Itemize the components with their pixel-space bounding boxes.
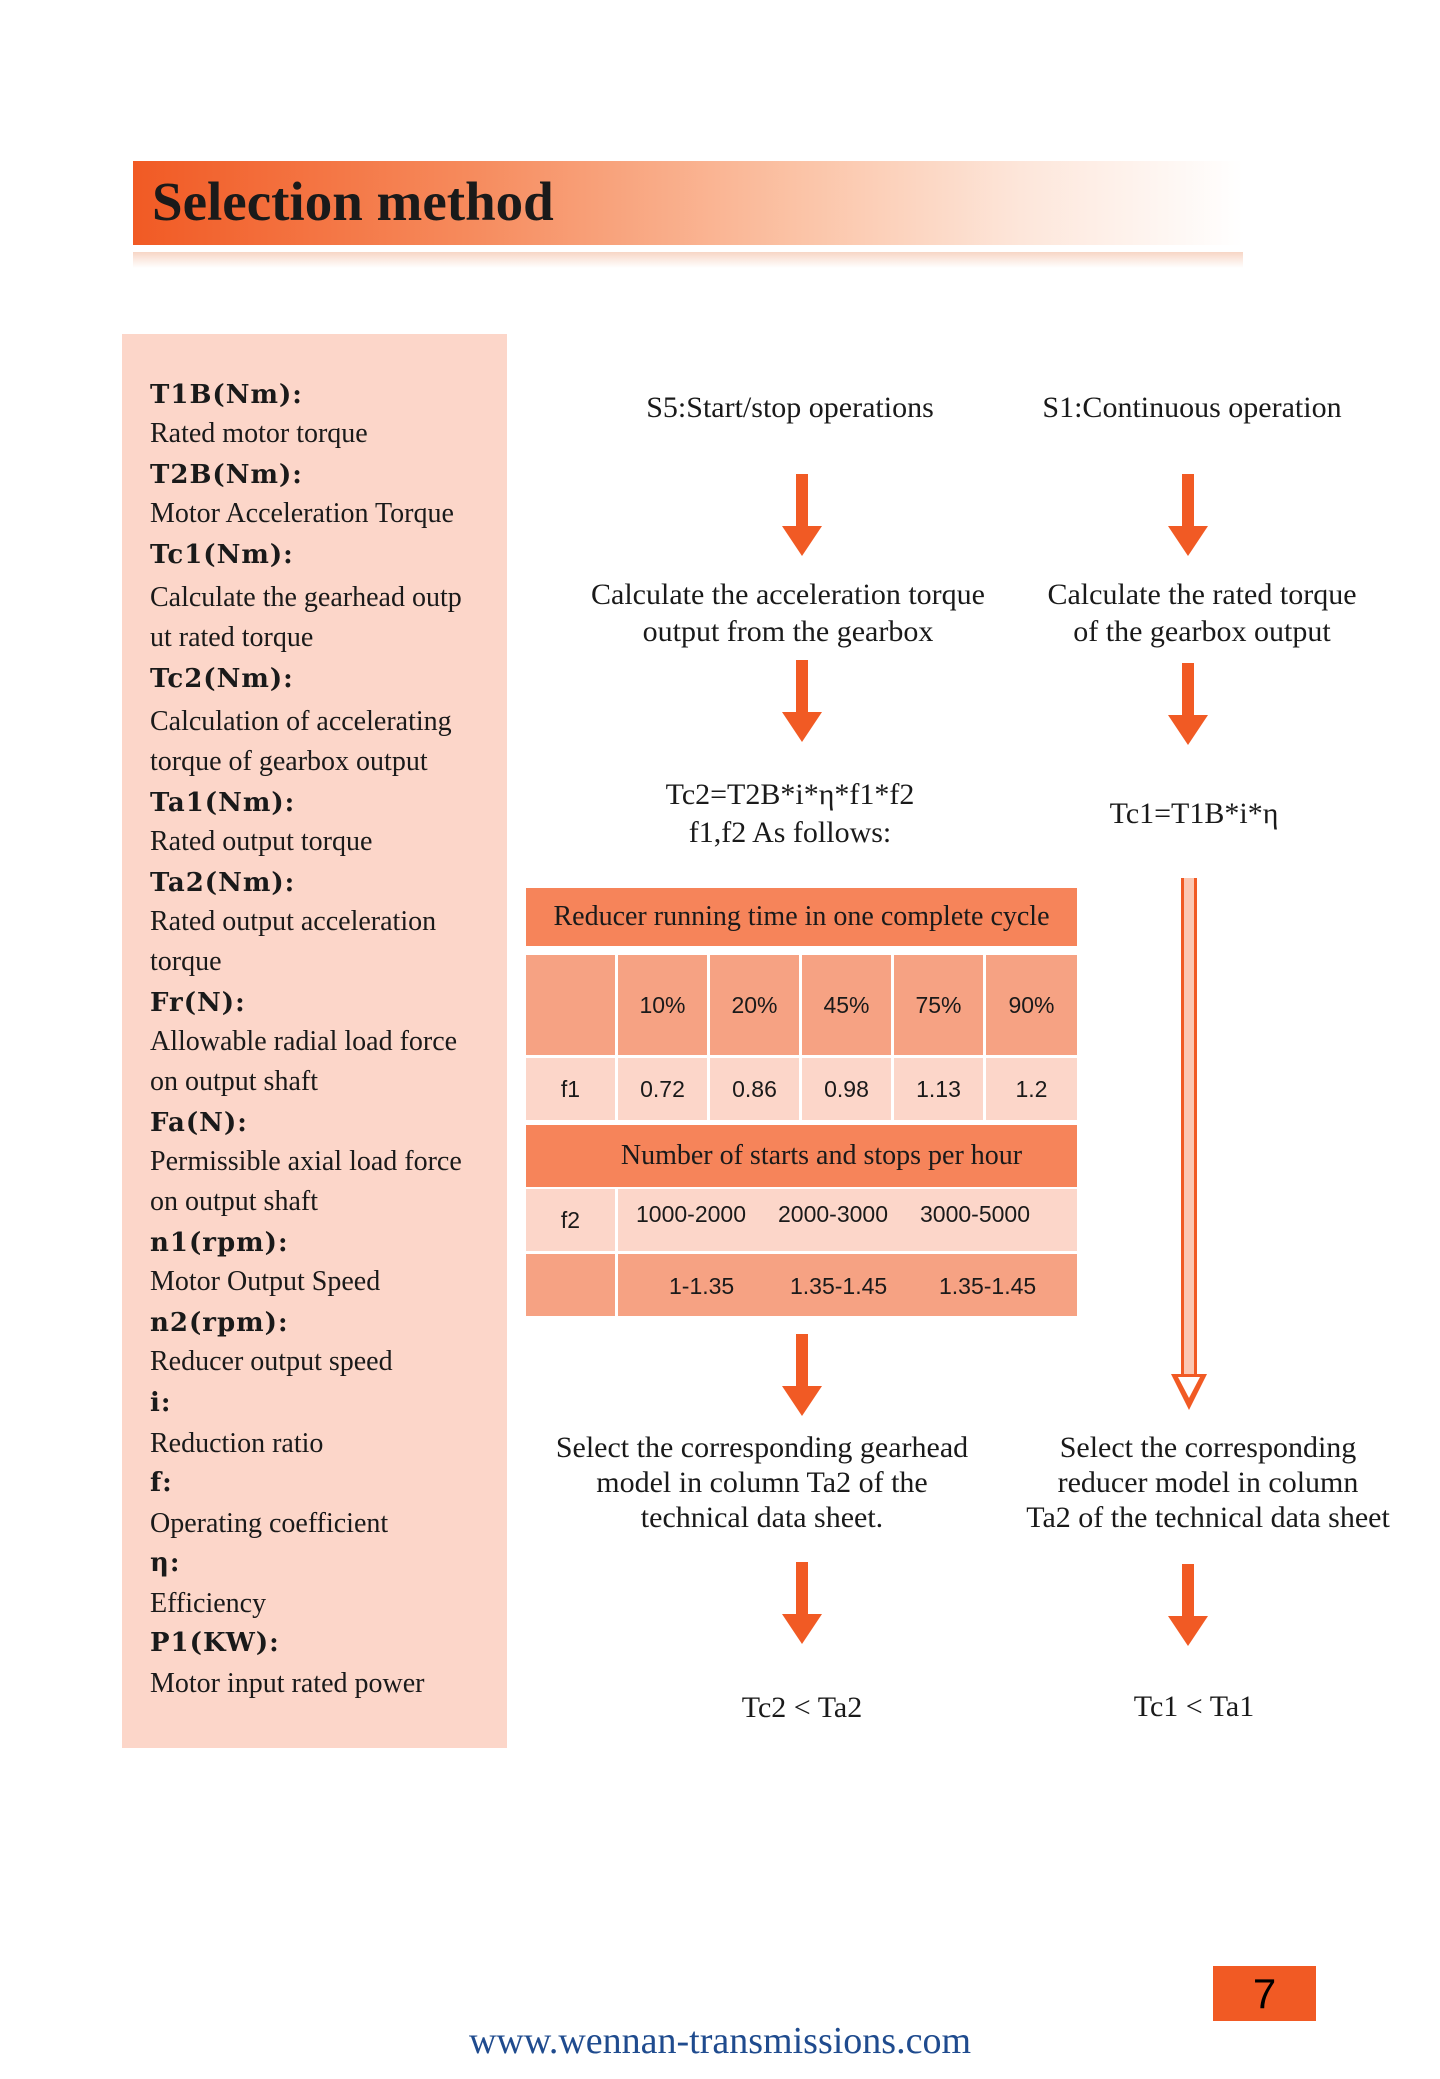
s5-result: Tc2 < Ta2: [741, 1691, 863, 1724]
down-arrow-icon: [782, 1334, 822, 1416]
glossary-desc: Motor input rated power: [150, 1668, 425, 1699]
glossary-desc: Rated motor torque: [150, 418, 368, 449]
glossary-desc: torque: [150, 946, 222, 977]
f1-value-cell: 0.98: [802, 1058, 891, 1120]
website-link[interactable]: www.wennan-transmissions.com: [468, 2020, 971, 2062]
f2-empty-cell: [526, 1254, 615, 1316]
header-shadow: [133, 252, 1243, 268]
f1-value-cell: 1.13: [894, 1058, 983, 1120]
page-number: 7: [1213, 1966, 1316, 2021]
long-down-arrow-icon: [1169, 878, 1209, 1412]
page-title: Selection method: [152, 171, 554, 232]
f2-column-header: 1000-2000: [636, 1201, 746, 1227]
glossary-term: T1B(Nm):: [150, 380, 303, 410]
down-arrow-icon: [782, 660, 822, 742]
glossary-desc: ut rated torque: [150, 622, 314, 653]
glossary-desc: Calculate the gearhead outp: [150, 582, 462, 613]
s1-step3-line: reducer model in column: [1057, 1466, 1359, 1499]
glossary-term: n1(rpm):: [150, 1228, 289, 1258]
table-corner-cell: [526, 955, 615, 1055]
s5-heading: S5:Start/stop operations: [646, 391, 934, 424]
f2-column-header: 3000-5000: [920, 1201, 1030, 1227]
f2-values-row: 1-1.35 1.35-1.45 1.35-1.45: [618, 1254, 1077, 1316]
f2-columns-row: 1000-2000 2000-3000 3000-5000: [618, 1189, 1077, 1251]
f1-column-header: 90%: [986, 955, 1077, 1055]
glossary-term: n2(rpm):: [150, 1308, 289, 1338]
s1-step1-line: of the gearbox output: [1073, 615, 1331, 648]
glossary-panel: T1B(Nm): Rated motor torque T2B(Nm): Mot…: [122, 334, 507, 1748]
glossary-desc: Allowable radial load force: [150, 1026, 458, 1057]
glossary-desc: Reduction ratio: [150, 1428, 324, 1459]
f2-column-header: 2000-3000: [778, 1201, 888, 1227]
glossary-desc: Rated output acceleration: [150, 906, 437, 937]
down-arrow-icon: [782, 1562, 822, 1644]
s5-step3: Select the corresponding gearhead model …: [556, 1430, 968, 1535]
s5-step1-line: Calculate the acceleration torque: [591, 578, 985, 611]
f1-value-cell: 0.72: [618, 1058, 707, 1120]
glossary-term: P1(KW):: [150, 1628, 280, 1658]
glossary-desc: Operating coefficient: [150, 1508, 389, 1539]
f1-value-cell: 1.2: [986, 1058, 1077, 1120]
f2-value-cell: 1.35-1.45: [939, 1273, 1037, 1299]
glossary-term: f:: [150, 1468, 173, 1498]
f1-column-header: 20%: [710, 955, 799, 1055]
glossary-term: Ta2(Nm):: [150, 868, 296, 898]
s1-step3: Select the corresponding reducer model i…: [1026, 1430, 1390, 1535]
f1-column-header: 45%: [802, 955, 891, 1055]
s1-step3-line: Select the corresponding: [1059, 1431, 1357, 1464]
glossary-desc: Reducer output speed: [150, 1346, 393, 1377]
f1-row-label: f1: [526, 1058, 615, 1120]
s5-step1-line: output from the gearbox: [642, 615, 934, 648]
glossary-desc: Rated output torque: [150, 826, 373, 857]
glossary-term: Fr(N):: [150, 988, 246, 1018]
f1-table-title: Reducer running time in one complete cyc…: [526, 888, 1077, 946]
glossary-desc: Calculation of accelerating: [150, 706, 452, 737]
s5-formula-line: Tc2=T2B*i*η*f1*f2: [665, 778, 915, 811]
s1-step1: Calculate the rated torque of the gearbo…: [1047, 576, 1356, 650]
glossary-term: Ta1(Nm):: [150, 788, 296, 818]
f2-value-cell: 1-1.35: [669, 1273, 735, 1299]
f1-value-cell: 0.86: [710, 1058, 799, 1120]
s5-step3-line: model in column Ta2 of the: [596, 1466, 928, 1499]
s1-step1-line: Calculate the rated torque: [1047, 578, 1357, 611]
glossary-desc: Motor Output Speed: [150, 1266, 381, 1297]
glossary-term: Tc2(Nm):: [150, 664, 294, 694]
header-bar: [133, 161, 1243, 245]
s1-formula: Tc1=T1B*i*η: [1109, 797, 1279, 830]
glossary-desc: on output shaft: [150, 1066, 318, 1097]
f2-value-cell: 1.35-1.45: [790, 1273, 888, 1299]
glossary-desc: Motor Acceleration Torque: [150, 498, 454, 529]
down-arrow-icon: [782, 474, 822, 556]
down-arrow-icon: [1168, 474, 1208, 556]
glossary-desc: Permissible axial load force: [150, 1146, 462, 1177]
glossary-term: η:: [150, 1548, 181, 1578]
glossary-desc: on output shaft: [150, 1186, 318, 1217]
down-arrow-icon: [1168, 1564, 1208, 1646]
glossary-desc: torque of gearbox output: [150, 746, 428, 777]
s5-formula: Tc2=T2B*i*η*f1*f2 f1,f2 As follows:: [666, 776, 915, 852]
s1-step3-line: Ta2 of the technical data sheet: [1026, 1501, 1390, 1534]
s5-formula-line: f1,f2 As follows:: [688, 816, 892, 849]
s5-step3-line: Select the corresponding gearhead: [555, 1431, 969, 1464]
f2-table-title: Number of starts and stops per hour: [526, 1125, 1077, 1187]
s1-heading: S1:Continuous operation: [1042, 391, 1342, 424]
glossary-term: Fa(N):: [150, 1108, 248, 1138]
glossary-term: T2B(Nm):: [150, 460, 303, 490]
down-arrow-icon: [1168, 663, 1208, 745]
f2-row-label: f2: [526, 1189, 615, 1251]
s5-step1: Calculate the acceleration torque output…: [591, 576, 985, 650]
glossary-term: i:: [150, 1388, 172, 1418]
s1-result: Tc1 < Ta1: [1133, 1690, 1255, 1723]
f1-column-header: 10%: [618, 955, 707, 1055]
glossary-desc: Efficiency: [150, 1588, 267, 1619]
f1-column-header: 75%: [894, 955, 983, 1055]
glossary-term: Tc1(Nm):: [150, 540, 294, 570]
s5-step3-line: technical data sheet.: [640, 1501, 884, 1534]
